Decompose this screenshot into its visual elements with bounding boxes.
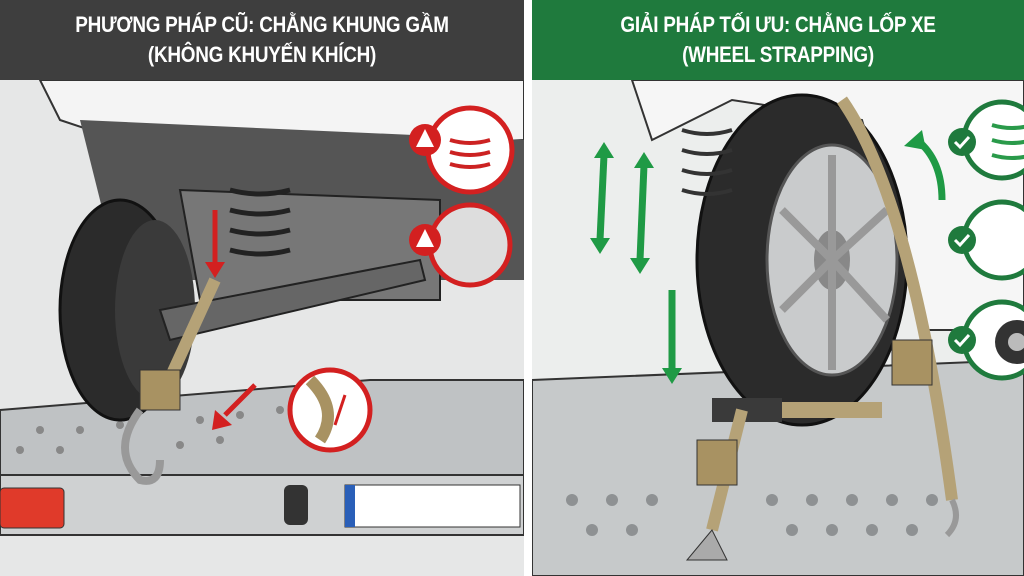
optimal-method-title: GIẢI PHÁP TỐI ƯU: CHẰNG LỐP XE (620, 12, 936, 37)
frame-damage-warning-icon (409, 202, 513, 288)
old-method-header: PHƯƠNG PHÁP CŨ: CHẰNG KHUNG GẦM (KHÔNG K… (37, 0, 488, 80)
tail-light (0, 487, 65, 529)
old-method-title: PHƯƠNG PHÁP CŨ: CHẰNG KHUNG GẦM (75, 12, 449, 37)
suspension-spring (229, 187, 291, 257)
ratchet (891, 339, 933, 386)
diagonal-arrow-icon (212, 410, 232, 430)
hook (944, 498, 959, 538)
strap-stretch-warning-icon (287, 367, 373, 453)
chassis-strapping-illustration (0, 80, 524, 576)
optimal-method-panel: GIẢI PHÁP TỐI ƯU: CHẰNG LỐP XE (WHEEL ST… (532, 0, 1024, 576)
ratchet (139, 369, 181, 411)
hook (121, 407, 164, 485)
license-plate (344, 484, 521, 528)
control-arm (158, 258, 427, 342)
ratchet (696, 439, 738, 486)
old-method-panel: PHƯƠNG PHÁP CŨ: CHẰNG KHUNG GẦM (KHÔNG K… (0, 0, 524, 576)
spring-ok-check-icon (948, 99, 1024, 181)
old-method-subtitle: (KHÔNG KHUYẾN KHÍCH) (147, 42, 377, 67)
wheel-strapping-illustration (532, 80, 1024, 576)
tire-ok-check-icon (948, 299, 1024, 381)
spring-damage-warning-icon (409, 105, 515, 195)
optimal-method-subtitle: (WHEEL STRAPPING) (682, 42, 874, 67)
optimal-method-header: GIẢI PHÁP TỐI ƯU: CHẰNG LỐP XE (WHEEL ST… (566, 0, 989, 80)
frame-ok-check-icon (948, 199, 1024, 281)
strap (837, 96, 958, 501)
hook (685, 529, 728, 561)
down-arrow-icon (205, 262, 225, 278)
